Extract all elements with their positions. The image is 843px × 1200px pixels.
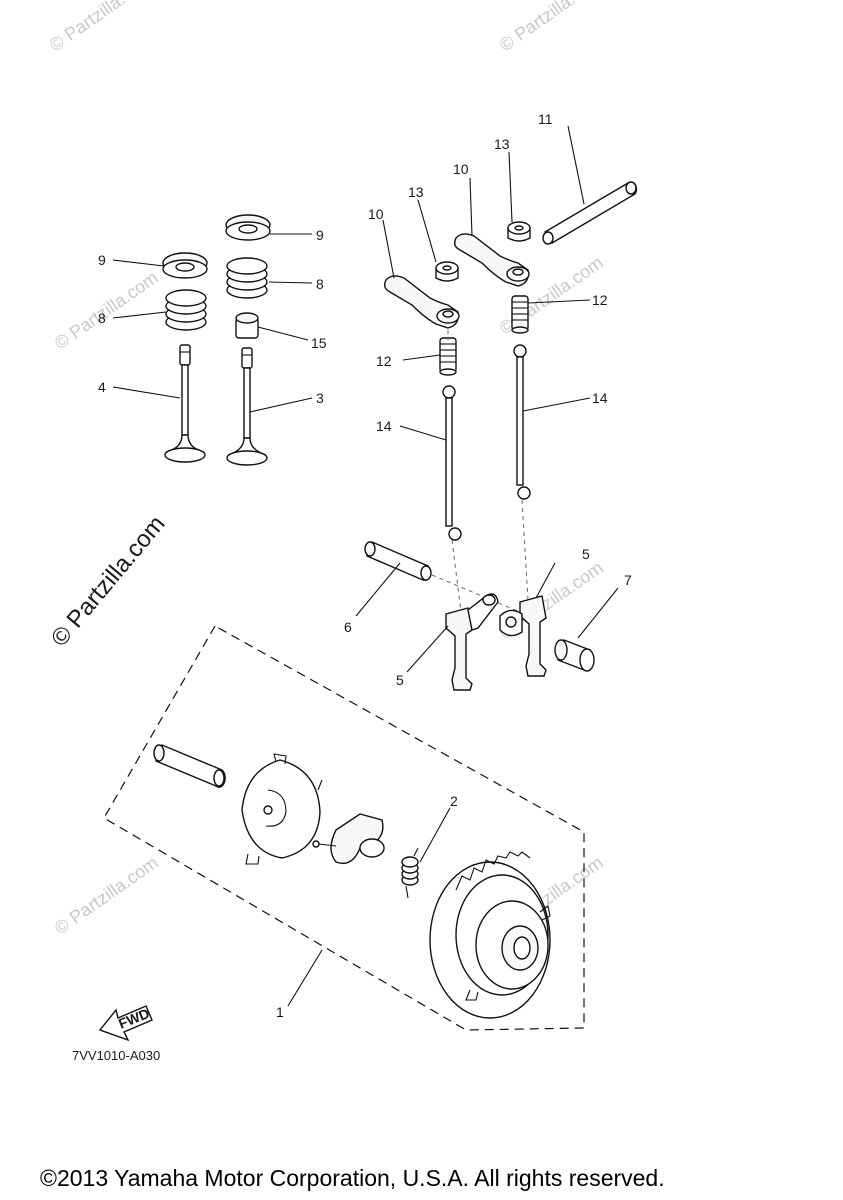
valve-right [226, 347, 268, 466]
callout-10: 10 [453, 161, 469, 177]
valve-retainer-left [162, 252, 208, 279]
follower-collar [554, 639, 595, 672]
push-rod-left [442, 385, 462, 541]
rocker-shaft [542, 181, 638, 245]
callout-14: 14 [376, 418, 392, 434]
adjuster-nut-right [507, 221, 531, 242]
rocker-arm-right [453, 233, 530, 287]
copyright-text: ©2013 Yamaha Motor Corporation, U.S.A. A… [40, 1165, 665, 1191]
callout-11: 11 [538, 111, 553, 127]
decompressor-spring [401, 847, 419, 899]
watermark-text: © Partzilla.com [496, 0, 607, 55]
push-rod-right [513, 344, 531, 500]
watermark-text: © Partzilla.com [51, 852, 162, 938]
valve-stem-seal [235, 312, 259, 339]
callout-5: 5 [396, 672, 404, 688]
valve-spring-left [165, 289, 207, 331]
valve-retainer-right [225, 214, 271, 241]
watermark-text-large: © Partzilla.com [46, 511, 171, 652]
valve-adjuster-left [439, 337, 457, 376]
camshaft-gear [429, 851, 551, 1019]
callout-8: 8 [98, 310, 106, 326]
rocker-arm-left [383, 275, 460, 329]
callout-14: 14 [592, 390, 608, 406]
callout-4: 4 [98, 379, 106, 395]
callout-3: 3 [316, 390, 324, 406]
callout-15: 15 [311, 335, 327, 351]
valve-adjuster-right [511, 295, 529, 334]
callout-9: 9 [98, 252, 106, 268]
decompressor-pin [153, 744, 226, 788]
watermark-text: © Partzilla.com [51, 267, 162, 353]
callout-12: 12 [592, 292, 608, 308]
valve-spring-right [226, 257, 268, 299]
forward-direction-arrow: FWD [98, 1005, 153, 1042]
follower-shaft [364, 541, 432, 581]
adjuster-nut-left [435, 261, 459, 282]
callout-10: 10 [368, 206, 384, 222]
callout-13: 13 [494, 136, 510, 152]
cam-follower-left [445, 593, 499, 691]
assembly-outline [103, 625, 585, 1031]
assembly-guides [431, 330, 529, 621]
diagram-code: 7VV1010-A030 [72, 1048, 160, 1063]
callout-8: 8 [316, 276, 324, 292]
decompressor-plate [241, 753, 323, 865]
callout-6: 6 [344, 619, 352, 635]
leader-lines [112, 125, 619, 1007]
callout-2: 2 [450, 793, 458, 809]
cam-follower-right [499, 595, 547, 677]
callout-5: 5 [582, 546, 590, 562]
valve-left [164, 344, 206, 463]
callout-9: 9 [316, 227, 324, 243]
decompressor-weight [312, 813, 385, 865]
callout-1: 1 [276, 1004, 284, 1020]
watermark-text: © Partzilla.com [46, 0, 157, 55]
callout-12: 12 [376, 353, 392, 369]
callout-13: 13 [408, 184, 424, 200]
callout-numbers: 11 13 10 13 10 9 9 8 8 12 15 12 4 3 14 1… [98, 111, 632, 1020]
callout-7: 7 [624, 572, 632, 588]
